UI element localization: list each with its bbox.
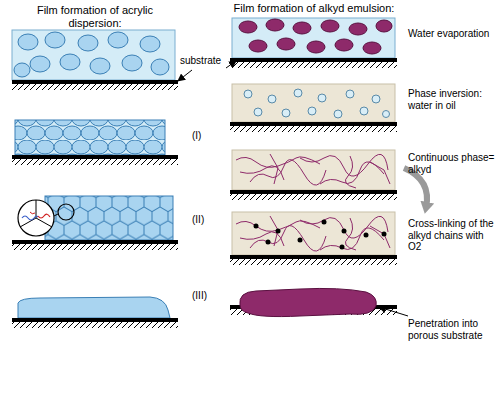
polymer-film [18, 297, 170, 318]
stage-number: (II) [192, 214, 222, 226]
substrate [230, 58, 397, 68]
column-title: Film formation of alkyd emulsion: [228, 2, 400, 15]
substrate [12, 240, 178, 250]
substrate [12, 318, 178, 328]
alkyd-chains [232, 150, 395, 190]
stage-number: (III) [192, 290, 222, 302]
interdiffusion-callout [18, 200, 74, 236]
penetrated-film [240, 288, 376, 316]
water-in-oil [232, 84, 395, 122]
substrate [230, 255, 397, 265]
leader-arrow [178, 70, 192, 81]
step-label: Cross-linking of the alkyd chains with O… [408, 218, 496, 253]
stage-number: (I) [192, 130, 222, 142]
substrate [12, 80, 178, 90]
column-title: Film formation of acrylic dispersion: [10, 4, 180, 29]
step-label: Phase inversion: water in oil [408, 88, 496, 111]
substrate [230, 190, 397, 200]
crosslinked-chains [232, 212, 395, 255]
step-label: Continuous phase= alkyd [408, 152, 496, 175]
substrate [12, 155, 178, 165]
hexagon-cells [45, 196, 173, 240]
packed-particles [15, 120, 165, 155]
alkyd-emulsion [232, 18, 395, 58]
substrate [230, 122, 397, 132]
step-label: Penetration into porous substrate [408, 318, 496, 341]
step-label: Water evaporation [408, 28, 496, 40]
leader-arrow [379, 307, 408, 316]
acrylic-dispersion [12, 30, 175, 80]
callout-label: substrate [180, 55, 232, 67]
